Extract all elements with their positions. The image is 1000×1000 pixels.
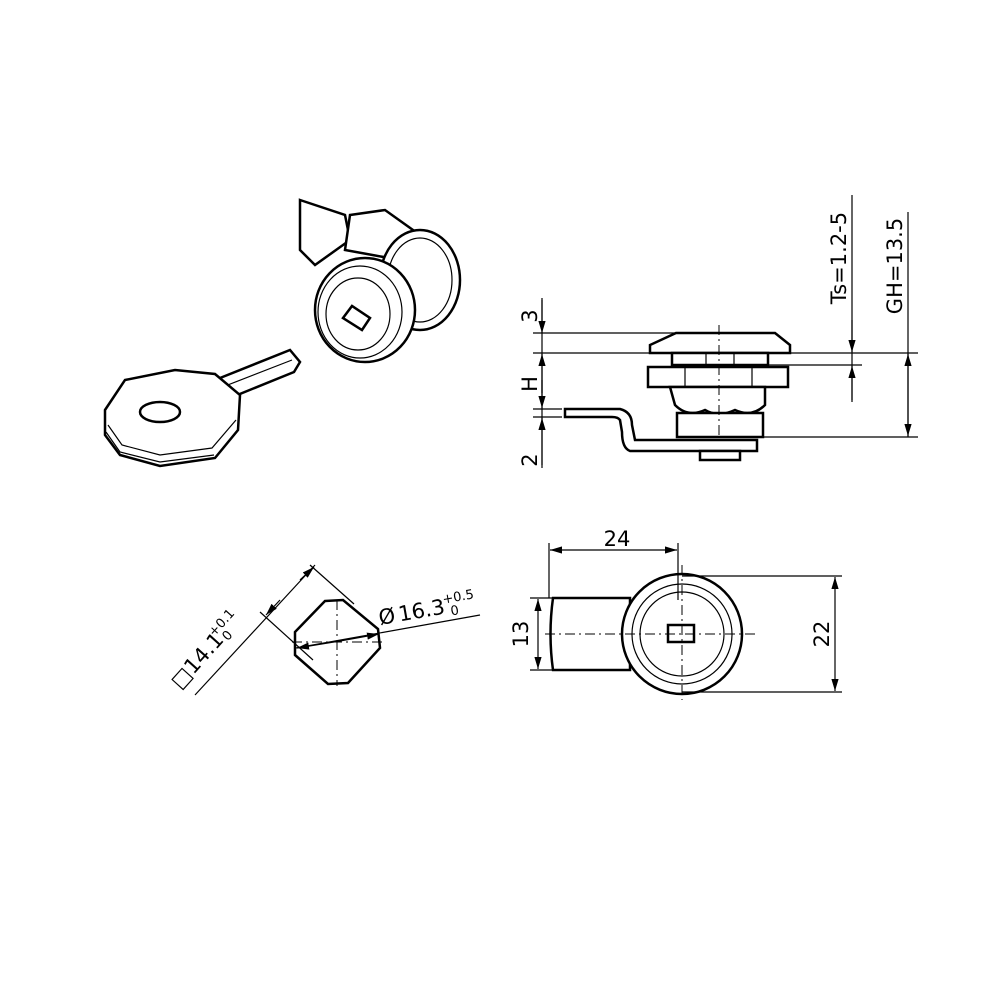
dim-top-label: 3 bbox=[518, 309, 542, 322]
dim-cam-label: 2 bbox=[518, 453, 542, 466]
dim-h-label: H bbox=[518, 376, 542, 392]
panel-cutout-view: □ 14.1 +0.1 0 Ø 16.3 +0.5 0 bbox=[166, 564, 481, 696]
diameter-tol-upper: +0.5 bbox=[441, 587, 475, 607]
dim-height-label: 22 bbox=[810, 621, 834, 648]
lock-3d-illustration bbox=[298, 198, 462, 364]
dim-ts-label: Ts=1.2-5 bbox=[827, 212, 851, 305]
dim-width-label: 24 bbox=[604, 527, 631, 551]
dim-gh-label: GH=13.5 bbox=[883, 218, 907, 314]
diameter-tol-lower: 0 bbox=[450, 603, 461, 619]
diameter-dim-label: Ø 16.3 +0.5 0 bbox=[377, 587, 475, 630]
diameter-symbol: Ø bbox=[377, 603, 397, 630]
side-view: 3 H 2 Ts=1.2-5 GH=13.5 bbox=[518, 195, 918, 468]
front-view: 24 13 22 bbox=[509, 527, 842, 700]
dim-cam-width-label: 13 bbox=[509, 621, 533, 648]
key-3d-illustration bbox=[103, 348, 302, 468]
diameter-value: 16.3 bbox=[396, 595, 446, 627]
